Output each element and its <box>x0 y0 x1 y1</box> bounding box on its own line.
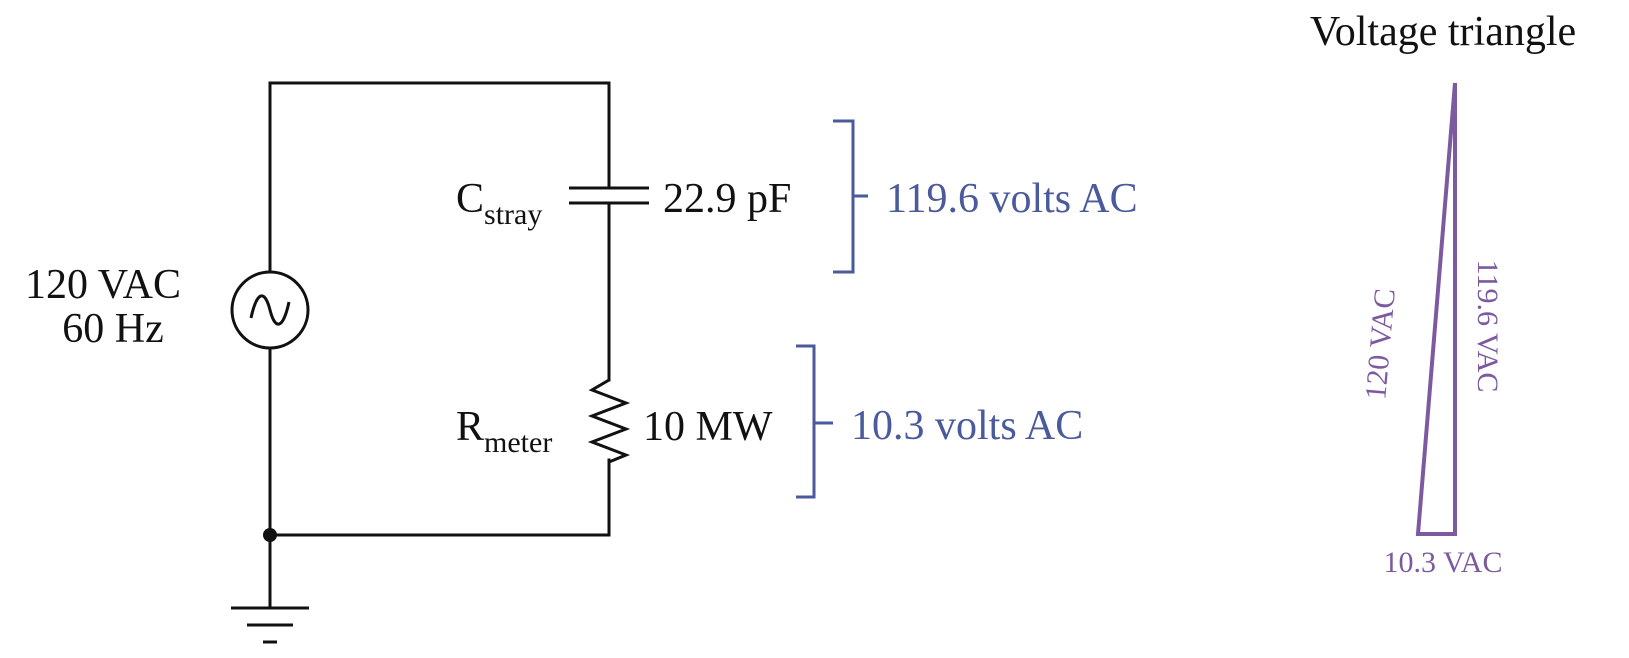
resistor-value: 10 MW <box>643 404 773 450</box>
resistor-icon <box>587 378 631 464</box>
capacitor-name-main: C <box>456 176 484 222</box>
triangle-hypotenuse-label: 120 VAC <box>1359 287 1402 401</box>
capacitor-voltage-reading: 119.6 volts AC <box>886 176 1138 222</box>
resistor-voltage-reading: 10.3 volts AC <box>851 403 1083 449</box>
circuit-wires <box>268 81 611 610</box>
capacitor-icon <box>569 186 649 205</box>
resistor-name: Rmeter <box>456 404 552 459</box>
resistor-name-main: R <box>456 404 484 450</box>
voltage-triangle <box>1415 82 1457 536</box>
ac-source-icon <box>230 270 310 350</box>
triangle-title: Voltage triangle <box>1310 9 1576 55</box>
capacitor-name-sub: stray <box>484 198 542 231</box>
junction-dot <box>263 528 277 542</box>
triangle-base-label: 10.3 VAC <box>1384 546 1503 579</box>
ground-icon <box>231 606 309 644</box>
triangle-vertical-label: 119.6 VAC <box>1471 260 1504 393</box>
capacitor-voltage-bracket <box>833 119 868 274</box>
capacitor-name: Cstray <box>456 176 542 231</box>
resistor-voltage-bracket <box>796 344 833 499</box>
source-frequency-label: 60 Hz <box>62 306 163 352</box>
resistor-name-sub: meter <box>484 426 552 459</box>
capacitor-value: 22.9 pF <box>663 176 791 222</box>
source-voltage-label: 120 VAC <box>25 262 181 308</box>
